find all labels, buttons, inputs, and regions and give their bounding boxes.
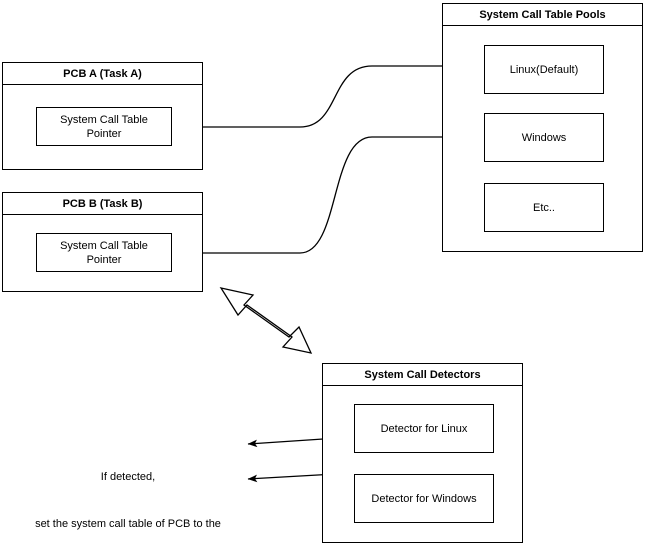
pool-windows-label: Windows — [521, 131, 567, 144]
detection-note-line-2: set the system call table of PCB to the — [35, 517, 221, 530]
detector-linux-box[interactable]: Detector for Linux — [354, 404, 494, 453]
detector-windows-box[interactable]: Detector for Windows — [354, 474, 494, 523]
connector-pcb-a-to-pool-linux — [171, 62, 480, 128]
detector-windows-label: Detector for Windows — [371, 492, 477, 505]
pool-windows-box[interactable]: Windows — [484, 113, 604, 162]
syscall-detectors-group: System Call Detectors Detector for Linux… — [322, 363, 523, 543]
pool-linux-box[interactable]: Linux(Default) — [484, 45, 604, 94]
detection-note: If detected, set the system call table o… — [18, 439, 238, 546]
detection-note-line-1: If detected, — [100, 471, 156, 483]
pool-etc-box[interactable]: Etc.. — [484, 183, 604, 232]
syscall-table-pools-title: System Call Table Pools — [443, 4, 642, 26]
bidirectional-block-arrow — [219, 287, 313, 354]
pool-linux-label: Linux(Default) — [509, 63, 579, 76]
connector-pcb-b-to-pool-windows — [171, 133, 480, 254]
syscall-table-pools-group: System Call Table Pools Linux(Default) W… — [442, 3, 643, 252]
pool-etc-label: Etc.. — [532, 201, 555, 214]
syscall-detectors-title: System Call Detectors — [323, 364, 522, 386]
pcb-b-title: PCB B (Task B) — [3, 193, 202, 215]
detector-linux-label: Detector for Linux — [380, 422, 468, 435]
pcb-a-title: PCB A (Task A) — [3, 63, 202, 85]
